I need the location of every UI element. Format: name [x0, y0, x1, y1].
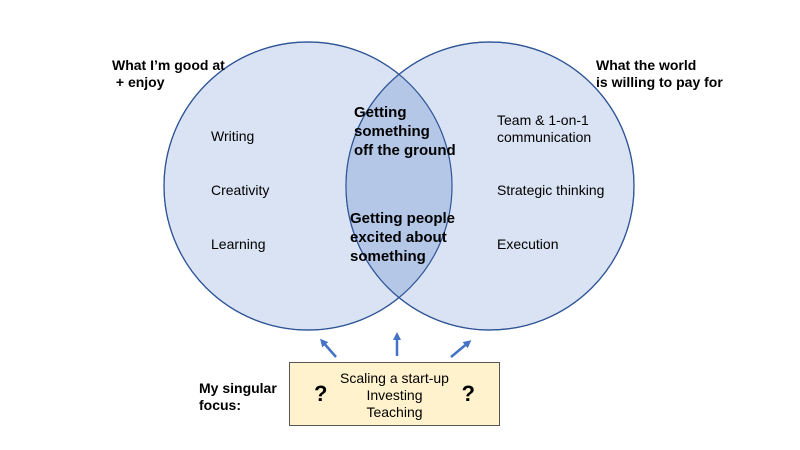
- overlap-line: something: [354, 123, 430, 140]
- left-item-creativity: Creativity: [211, 182, 270, 198]
- left-item-writing: Writing: [211, 128, 255, 144]
- focus-option-scaling: Scaling a start-up: [340, 370, 449, 386]
- right-label-line: is willing to pay for: [596, 74, 723, 90]
- left-item-learning: Learning: [211, 236, 266, 252]
- overlap-line: something: [350, 248, 426, 265]
- focus-box: ? Scaling a start-up Investing Teaching …: [289, 362, 500, 426]
- left-circle-items: Writing Creativity Learning: [211, 128, 269, 253]
- focus-option-investing: Investing: [366, 387, 423, 403]
- overlap-item-getting-people-excited: Getting people excited about something: [350, 209, 455, 266]
- right-circle-outline: [345, 41, 635, 331]
- overlap-line: Getting: [354, 104, 407, 121]
- overlap-item-getting-off-ground: Getting something off the ground: [354, 103, 456, 160]
- right-item-strategic-thinking: Strategic thinking: [497, 182, 605, 198]
- right-item-execution: Execution: [497, 236, 559, 252]
- question-mark-left: ?: [314, 381, 328, 406]
- focus-options: Scaling a start-up Investing Teaching: [290, 370, 499, 421]
- question-mark-right: ?: [461, 381, 475, 406]
- right-label-line: What the world: [596, 57, 697, 73]
- right-circle-items: Team & 1-on-1 communication Strategic th…: [497, 112, 604, 253]
- focus-label-line: focus:: [199, 397, 241, 413]
- right-item-line: Team & 1-on-1: [497, 112, 589, 128]
- overlap-line: Getting people: [350, 210, 455, 227]
- right-item-communication: Team & 1-on-1 communication: [497, 112, 604, 146]
- right-item-line: communication: [497, 129, 592, 145]
- overlap-line: off the ground: [354, 142, 456, 159]
- overlap-region: [346, 42, 452, 330]
- left-circle-outline: [163, 41, 453, 331]
- overlap-line: excited about: [350, 229, 447, 246]
- right-circle-label: What the world is willing to pay for: [596, 57, 723, 91]
- focus-label-line: My singular: [199, 380, 277, 396]
- focus-option-teaching: Teaching: [366, 404, 423, 420]
- arrow-left: [320, 338, 337, 358]
- left-circle-label: What I’m good at + enjoy: [112, 57, 225, 91]
- focus-label: My singular focus:: [199, 380, 277, 414]
- arrow-right: [450, 340, 472, 358]
- left-label-line: What I’m good at: [112, 57, 225, 73]
- left-label-line: + enjoy: [112, 74, 165, 90]
